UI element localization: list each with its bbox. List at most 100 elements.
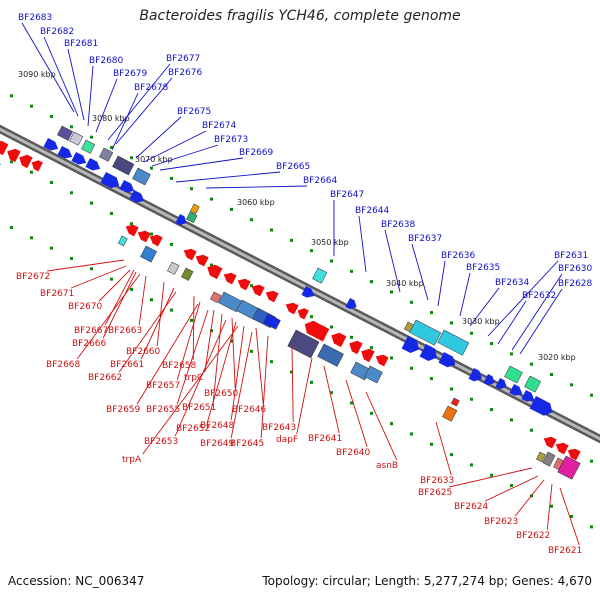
track-dot (590, 459, 593, 463)
forward-gene-label: BF2638 (381, 220, 416, 230)
forward-leader-line (67, 48, 85, 121)
reverse-leader-line (206, 321, 237, 424)
forward-leader-line (115, 77, 173, 145)
reverse-gene-label: BF2668 (46, 360, 81, 370)
reverse-leader-line (136, 303, 199, 405)
track-dot (90, 135, 93, 139)
track-dot (270, 228, 273, 232)
track-dot (30, 104, 33, 108)
gene-feature-box (57, 125, 74, 141)
reverse-leader-line (449, 467, 533, 488)
track-dot (110, 145, 113, 149)
forward-leader-line (411, 243, 429, 301)
reverse-leader-line (485, 475, 539, 502)
reverse-gene-arrow (183, 248, 197, 261)
forward-gene-label: BF2630 (558, 264, 593, 274)
track-dot (90, 267, 93, 271)
track-dot (430, 311, 433, 315)
forward-gene-label: BF2634 (495, 278, 530, 288)
reverse-gene-label: BF2658 (162, 361, 197, 371)
gene-feature-box (209, 291, 222, 304)
reverse-leader-line (176, 309, 209, 405)
reverse-gene-label: trpA (122, 455, 142, 465)
reverse-leader-line (71, 265, 127, 289)
reverse-leader-line (323, 365, 340, 434)
reverse-gene-label: BF2649 (200, 439, 235, 449)
reverse-leader-line (296, 357, 313, 435)
forward-gene-label: BF2647 (330, 190, 364, 200)
track-dot (370, 411, 373, 415)
reverse-gene-label: BF2640 (336, 448, 371, 458)
track-dot (490, 473, 493, 477)
forward-gene-label: BF2677 (166, 54, 200, 64)
track-dot (350, 401, 353, 405)
reverse-gene-arrow (223, 272, 237, 285)
forward-gene-arrow (71, 152, 87, 165)
forward-gene-labels: BF2683BF2682BF2681BF2680BF2679BF2677BF26… (18, 13, 593, 355)
forward-gene-arrow (100, 172, 120, 189)
forward-gene-label: BF2676 (168, 68, 203, 78)
forward-gene-label: BF2673 (214, 135, 248, 145)
track-dot (190, 318, 193, 322)
reverse-gene-arrow (567, 448, 581, 461)
gene-features (0, 125, 581, 480)
reverse-leader-line (104, 269, 135, 326)
reverse-leader-line (76, 273, 141, 360)
track-dot (50, 180, 53, 184)
track-dot (590, 393, 593, 397)
gene-feature-box (112, 155, 135, 176)
reverse-leader-line (230, 325, 245, 421)
forward-leader-line (384, 229, 401, 293)
reverse-leader-line (47, 259, 125, 272)
reverse-leader-line (231, 317, 236, 389)
reverse-gene-label: BF2653 (144, 437, 178, 447)
reverse-leader-line (140, 287, 175, 360)
reverse-gene-arrow (304, 320, 330, 342)
reverse-leader-line (118, 291, 177, 373)
reverse-gene-label: trpC (184, 373, 203, 383)
track-dot (430, 377, 433, 381)
track-dot (410, 366, 413, 370)
track-dot (510, 352, 513, 356)
gene-feature-box (185, 211, 198, 224)
track-dot (330, 325, 333, 329)
reverse-gene-label: BF2641 (308, 434, 342, 444)
kbp-tick-label: 3080 kbp (92, 114, 130, 123)
gene-feature-box (442, 405, 458, 422)
gene-feature-box (409, 319, 442, 346)
track-dot (450, 387, 453, 391)
track-dot (390, 422, 393, 426)
gene-feature-box (69, 131, 84, 146)
forward-leader-line (497, 300, 527, 345)
gene-feature-box (132, 167, 151, 186)
track-dot (170, 176, 173, 180)
track-dot (110, 277, 113, 281)
track-dot (70, 256, 73, 260)
forward-gene-label: BF2679 (113, 69, 148, 79)
track-dot (290, 370, 293, 374)
reverse-gene-label: BF2663 (108, 326, 142, 336)
track-dot (490, 342, 493, 346)
reverse-gene-label: BF2659 (106, 405, 141, 415)
gene-feature-box (317, 343, 344, 367)
reverse-leader-line (260, 335, 269, 439)
track-dot (370, 346, 373, 350)
forward-leader-line (95, 78, 118, 133)
forward-gene-arrow (345, 298, 357, 310)
kbp-tick-label: 3060 kbp (237, 198, 275, 207)
reverse-gene-label: BF2625 (418, 488, 452, 498)
track-dot (310, 380, 313, 384)
track-dot (250, 349, 253, 353)
track-dot (50, 114, 53, 118)
forward-gene-arrow (129, 190, 145, 203)
forward-leader-line (107, 63, 171, 141)
track-dot (450, 321, 453, 325)
reverse-gene-label: BF2648 (200, 421, 235, 431)
reverse-gene-label: BF2622 (516, 531, 550, 541)
reverse-gene-arrow (207, 264, 223, 280)
gene-feature-box (524, 375, 542, 393)
forward-leader-line (151, 144, 219, 167)
track-dot (210, 329, 213, 333)
reverse-gene-label: BF2646 (232, 405, 267, 415)
track-dot (450, 453, 453, 457)
